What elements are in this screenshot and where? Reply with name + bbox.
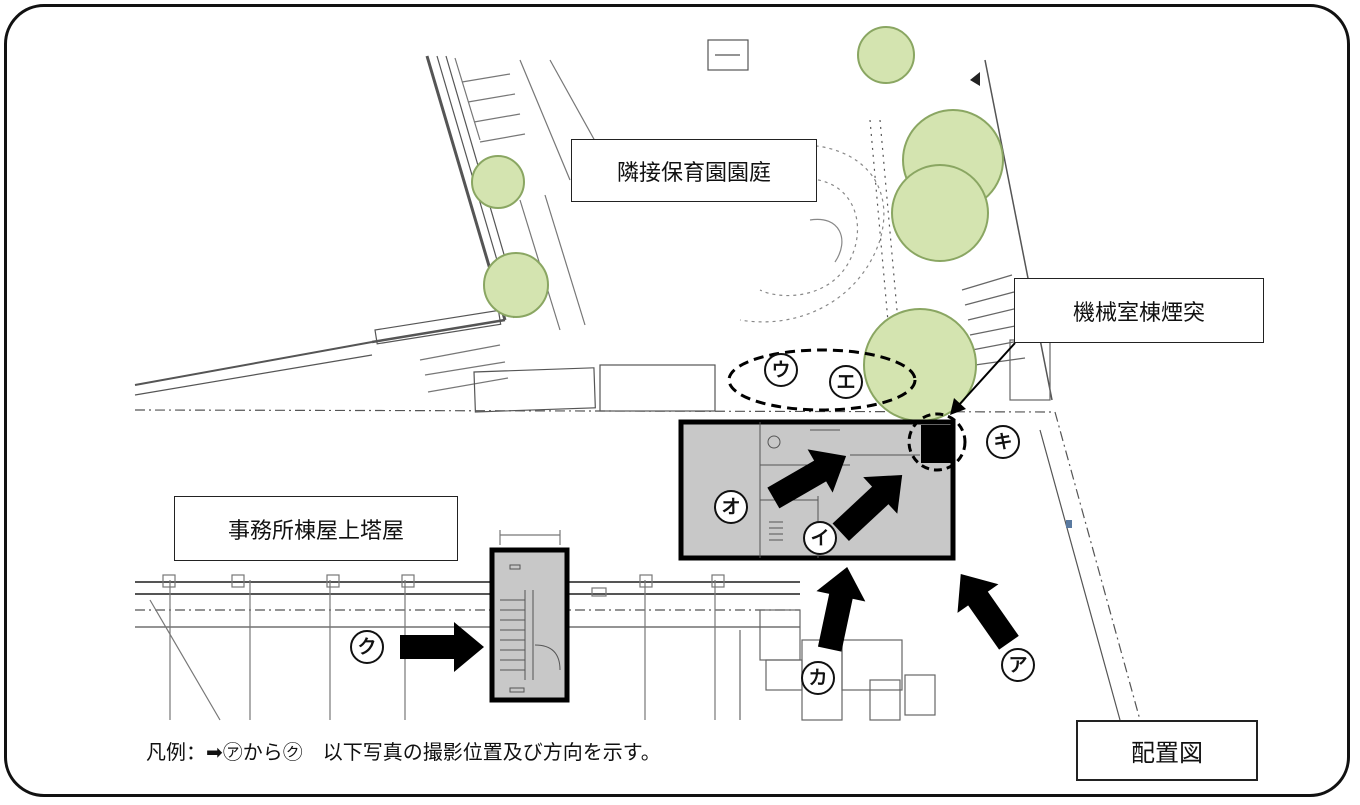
marker-ka: カ bbox=[801, 661, 835, 695]
chimney-leader-arrow bbox=[950, 342, 1016, 415]
marker-ki: キ bbox=[986, 425, 1020, 459]
marker-a: ア bbox=[1001, 648, 1035, 682]
legend-text: 凡例：➡㋐から㋗ 以下写真の撮影位置及び方向を示す。 bbox=[146, 740, 661, 764]
marker-o: オ bbox=[714, 490, 748, 524]
chimney-label: 機械室棟煙突 bbox=[1014, 278, 1264, 343]
marker-group-ellipse bbox=[727, 348, 917, 412]
page-frame bbox=[4, 4, 1350, 797]
marker-e: エ bbox=[829, 365, 863, 399]
office-penthouse-label: 事務所棟屋上塔屋 bbox=[174, 496, 458, 561]
chimney-dashed-circle bbox=[907, 412, 967, 472]
garden-label: 隣接保育園園庭 bbox=[571, 139, 817, 202]
arrow-a bbox=[940, 559, 1030, 658]
marker-ku: ク bbox=[350, 630, 384, 664]
arrow-ku bbox=[400, 622, 484, 672]
chimney-square bbox=[921, 425, 951, 463]
marker-i: イ bbox=[803, 521, 837, 555]
office-stair-tower bbox=[489, 547, 570, 703]
trees bbox=[471, 26, 1004, 422]
plan-linework bbox=[134, 39, 1141, 721]
marker-u: ウ bbox=[764, 353, 798, 387]
site-plan-title: 配置図 bbox=[1076, 720, 1258, 781]
